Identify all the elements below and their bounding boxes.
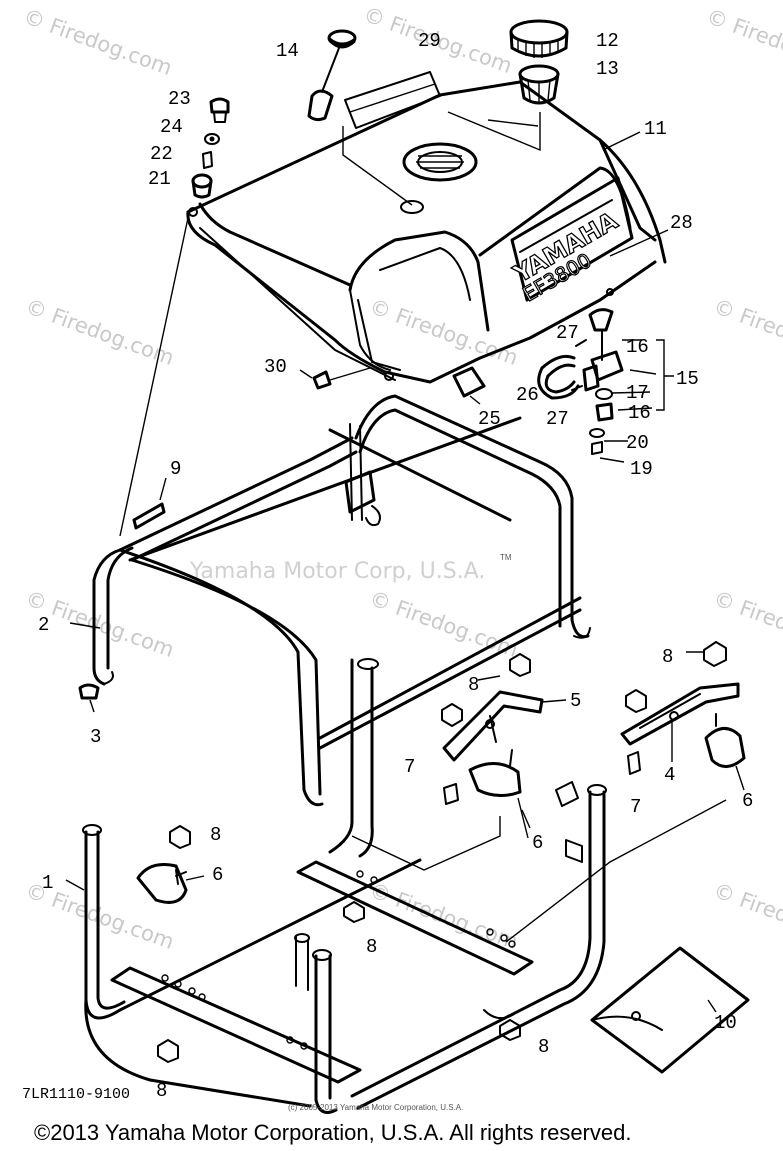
callout-4: 4 — [664, 764, 675, 786]
callout-13: 13 — [596, 58, 619, 80]
watermark-layer: © Firedog.com © Firedog.com © Firedog.co… — [20, 2, 783, 954]
watermark-firedog: © Firedog.com — [710, 878, 783, 954]
strap-and-bolt — [69, 477, 167, 713]
callout-28: 28 — [670, 212, 693, 234]
callout-16: 16 — [628, 402, 651, 424]
engine-brackets — [442, 682, 740, 762]
nuts-and-bolts — [157, 641, 727, 1063]
callout-25: 25 — [478, 408, 501, 430]
part-code: 7LR1110-9100 — [22, 1086, 130, 1103]
callout-7: 7 — [630, 796, 641, 818]
callout-8: 8 — [468, 674, 479, 696]
callout-21: 21 — [148, 168, 171, 190]
callout-8: 8 — [156, 1080, 167, 1102]
callout-6: 6 — [532, 832, 543, 854]
watermark-firedog: © Firedog.com — [710, 586, 783, 662]
callout-7: 7 — [404, 756, 415, 778]
callout-29: 29 — [418, 30, 441, 52]
callout-8: 8 — [210, 824, 221, 846]
footer-copyright: ©2013 Yamaha Motor Corporation, U.S.A. A… — [34, 1120, 631, 1145]
watermark-firedog: © Firedog.com — [20, 4, 175, 80]
watermark-firedog: © Firedog.com — [366, 294, 521, 370]
tank-cap-assembly — [307, 19, 569, 122]
callout-26: 26 — [516, 384, 539, 406]
callout-11: 11 — [644, 118, 667, 140]
callout-1: 1 — [42, 872, 53, 894]
watermark-firedog: © Firedog.com — [710, 294, 783, 370]
callout-5: 5 — [570, 690, 581, 712]
callout-15: 15 — [676, 368, 699, 390]
callout-22: 22 — [150, 143, 173, 165]
callout-6: 6 — [212, 864, 223, 886]
misc-small-parts — [299, 131, 669, 405]
callout-9: 9 — [170, 458, 181, 480]
upper-frame — [92, 217, 591, 807]
callout-27: 27 — [546, 408, 569, 430]
callout-24: 24 — [160, 116, 183, 138]
tank-fasteners — [191, 97, 230, 199]
callout-2: 2 — [38, 614, 49, 636]
rubber-mounts — [136, 713, 746, 904]
watermark-yamaha: Yamaha Motor Corp, U.S.A. — [189, 559, 485, 584]
watermark-firedog: © Firedog.com — [703, 4, 783, 80]
callout-8: 8 — [662, 646, 673, 668]
callout-6: 6 — [742, 790, 753, 812]
callout-17: 17 — [626, 382, 649, 404]
callout-10: 10 — [714, 1012, 737, 1034]
lower-frame — [65, 658, 607, 1114]
watermark-tm: TM — [500, 553, 512, 562]
small-copyright: (c) 2005-2013 Yamaha Motor Corporation, … — [288, 1103, 463, 1112]
cover-plate — [590, 946, 750, 1074]
callout-20: 20 — [626, 432, 649, 454]
callout-27: 27 — [556, 322, 579, 344]
callout-labels: 1 2 3 4 5 6 6 6 7 7 8 8 8 8 8 8 9 10 11 … — [38, 30, 753, 1102]
callout-23: 23 — [168, 88, 191, 110]
callout-19: 19 — [630, 458, 653, 480]
watermark-firedog: © Firedog.com — [22, 294, 177, 370]
callout-16: 16 — [626, 336, 649, 358]
fuel-cock-assembly — [537, 308, 657, 463]
callout-bracket — [656, 339, 674, 411]
callout-30: 30 — [264, 356, 287, 378]
callout-3: 3 — [90, 726, 101, 748]
base-rails — [110, 781, 727, 1084]
callout-14: 14 — [276, 40, 299, 62]
callout-8: 8 — [366, 936, 377, 958]
callout-12: 12 — [596, 30, 619, 52]
watermark-firedog: © Firedog.com — [366, 586, 521, 662]
callout-8: 8 — [538, 1036, 549, 1058]
